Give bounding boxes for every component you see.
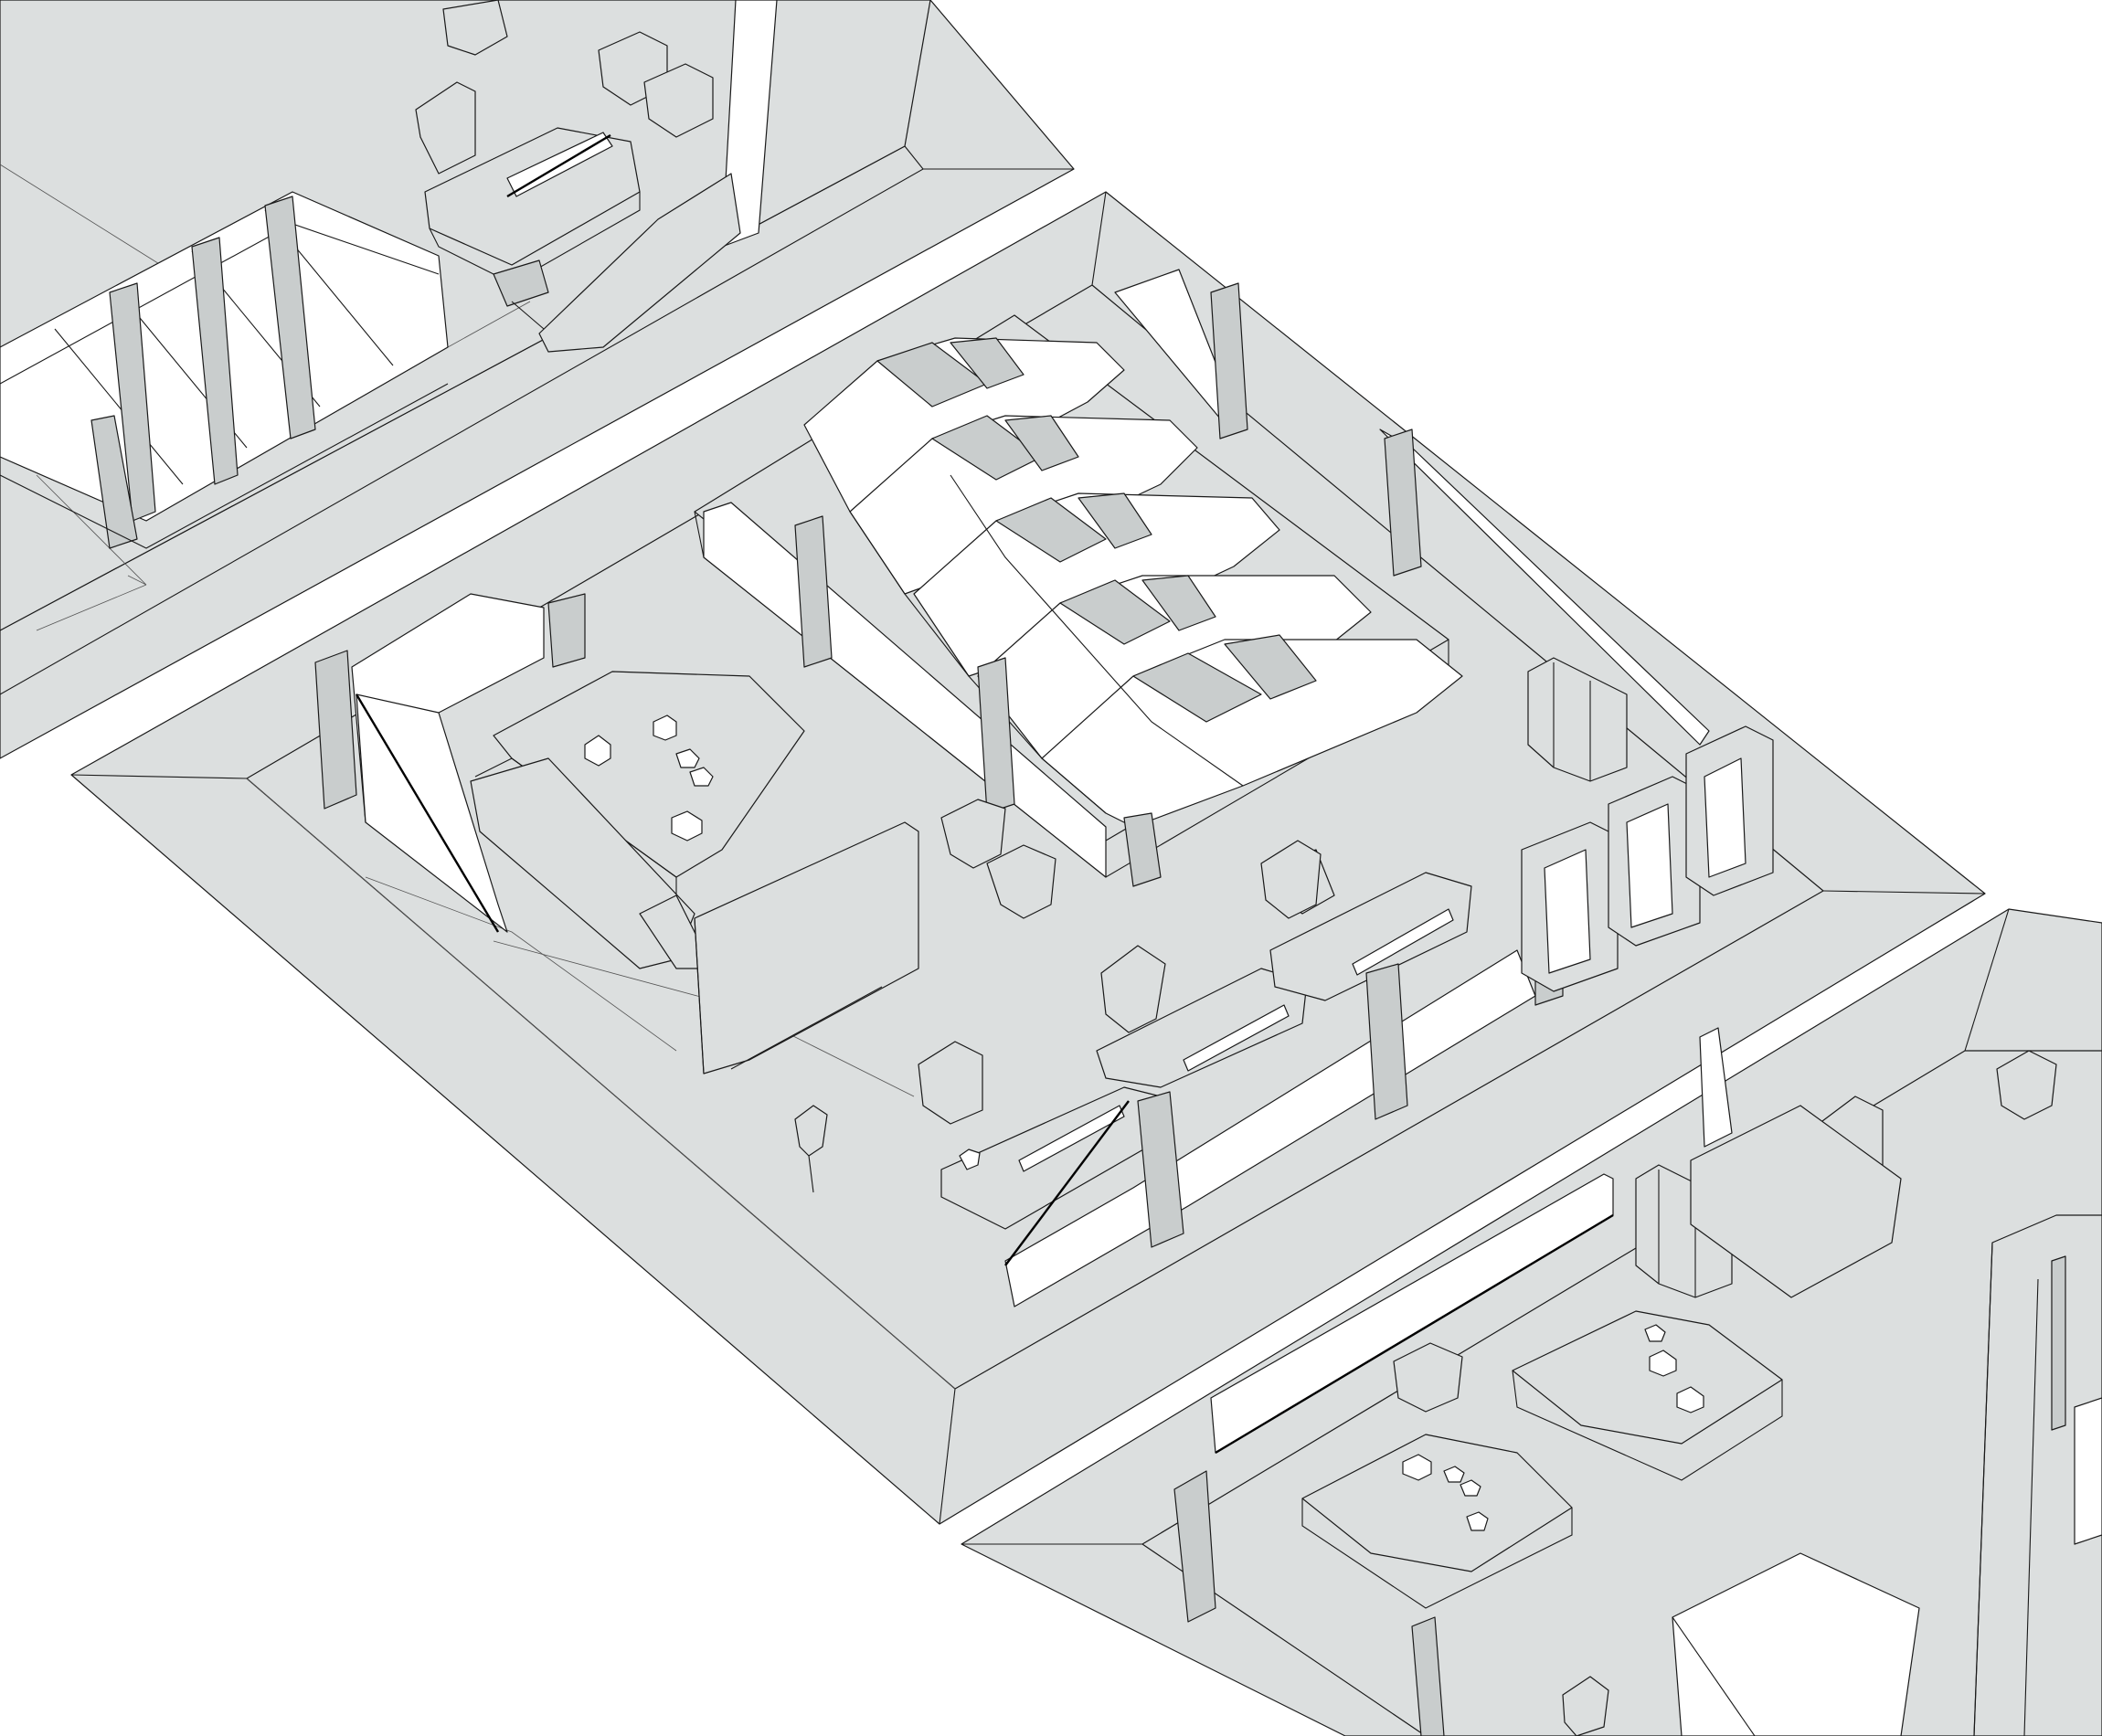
chair bbox=[1260, 840, 1322, 919]
armchair bbox=[940, 799, 1006, 869]
chair bbox=[1100, 945, 1166, 1033]
module-center bbox=[70, 191, 1986, 1525]
tables-bottom-right bbox=[1301, 1310, 1783, 1609]
partition-glass bbox=[721, 0, 778, 248]
chair bbox=[794, 1105, 828, 1157]
desk-top-left bbox=[424, 127, 641, 307]
monitor bbox=[1018, 1105, 1125, 1172]
module-top-left bbox=[0, 0, 1075, 759]
cup bbox=[1644, 1324, 1666, 1342]
chair bbox=[1562, 1676, 1609, 1736]
chair bbox=[415, 81, 476, 175]
cup bbox=[584, 735, 611, 767]
cup bbox=[1649, 1350, 1677, 1377]
cup bbox=[1443, 1466, 1465, 1483]
cup bbox=[1676, 1386, 1704, 1413]
sleeping-pods-center bbox=[794, 337, 1463, 887]
sleeping-pods-row bbox=[0, 191, 449, 549]
cup bbox=[653, 715, 677, 741]
cylindrical-column bbox=[1973, 1214, 2102, 1736]
module-bottom-right bbox=[961, 908, 2102, 1736]
cup bbox=[959, 1149, 981, 1170]
partition-glass bbox=[1699, 1027, 1733, 1148]
desks-center bbox=[918, 840, 1472, 1230]
armchair bbox=[1996, 1050, 2057, 1120]
cup bbox=[1460, 1479, 1481, 1497]
armchair bbox=[1393, 1342, 1463, 1413]
armchair bbox=[986, 844, 1056, 919]
cup bbox=[689, 767, 714, 787]
monitor bbox=[1352, 908, 1454, 976]
table-center bbox=[470, 671, 805, 969]
chair bbox=[918, 1041, 983, 1125]
cup bbox=[1466, 1511, 1489, 1531]
cup bbox=[675, 748, 700, 768]
partition-glass bbox=[1210, 1173, 1614, 1454]
cup bbox=[671, 810, 703, 842]
armchair bbox=[643, 63, 714, 138]
lockers-center bbox=[1521, 657, 1774, 992]
cup bbox=[1402, 1454, 1432, 1481]
chair bbox=[442, 0, 508, 56]
monitor bbox=[1183, 1004, 1290, 1072]
